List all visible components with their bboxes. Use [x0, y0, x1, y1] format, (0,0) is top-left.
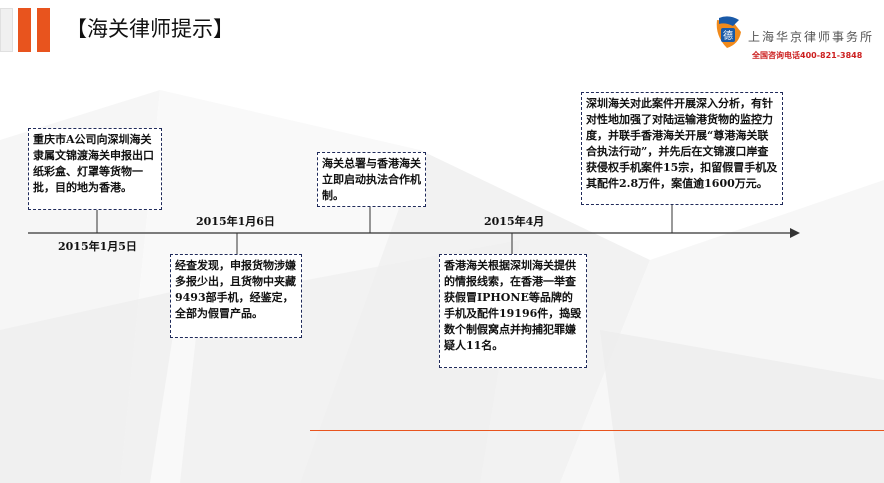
logo-mark-char: 德	[723, 29, 733, 42]
header-accent-bars	[0, 8, 60, 52]
firm-logo: 德 上海华京律师事务所 全国咨询电话400-821-3848	[710, 14, 884, 64]
event-date: 2015年4月	[484, 215, 545, 228]
firm-phone: 全国咨询电话400-821-3848	[752, 51, 863, 60]
timeline-arrowhead	[790, 228, 800, 238]
event-date: 2015年1月5日	[58, 240, 137, 253]
firm-name: 上海华京律师事务所	[748, 30, 875, 44]
event-date: 2015年1月6日	[196, 215, 275, 228]
event-box: 经查发现，申报货物涉嫌多报少出，且货物中夹藏9493部手机，经鉴定，全部为假冒产…	[170, 254, 302, 338]
accent-bar-orange	[18, 8, 31, 52]
accent-bar-light	[0, 8, 13, 52]
decorative-divider	[310, 430, 884, 431]
event-box: 深圳海关对此案件开展深入分析，有针对性地加强了对陆运输港货物的监控力度，并联手香…	[581, 92, 783, 205]
firm-logo-icon: 德	[716, 16, 741, 48]
page-title: 【海关律师提示】	[66, 17, 234, 41]
accent-bar-orange	[37, 8, 50, 52]
event-box: 海关总署与香港海关立即启动执法合作机制。	[317, 152, 426, 207]
event-box: 重庆市A公司向深圳海关隶属文锦渡海关申报出口纸彩盒、灯罩等货物一批，目的地为香港…	[28, 128, 162, 210]
event-box: 香港海关根据深圳海关提供的情报线索，在香港一举查获假冒IPHONE等品牌的手机及…	[439, 254, 587, 368]
